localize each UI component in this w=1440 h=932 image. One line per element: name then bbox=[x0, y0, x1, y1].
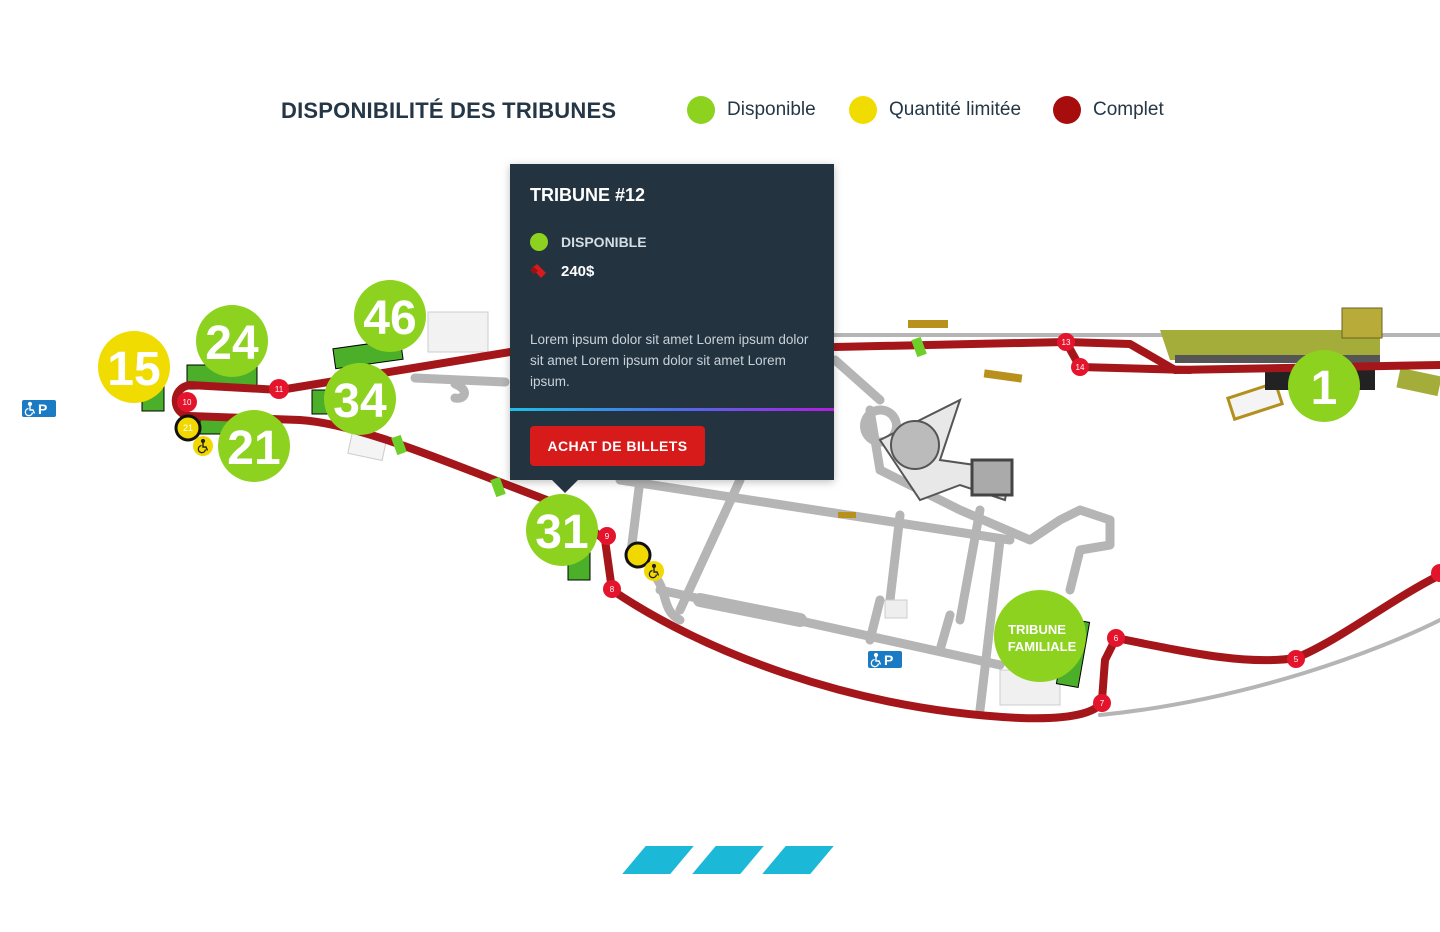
tribune-1[interactable]: 1 bbox=[1288, 350, 1360, 422]
accessible-marker-label: 21 bbox=[183, 423, 193, 433]
tooltip-price: 240$ bbox=[530, 262, 594, 280]
turn-marker[interactable]: 6 bbox=[1107, 629, 1125, 647]
svg-text:10: 10 bbox=[183, 398, 192, 407]
tribune-34[interactable]: 34 bbox=[324, 363, 396, 435]
gradient-divider bbox=[510, 408, 834, 411]
green-dot-icon bbox=[687, 96, 715, 124]
svg-text:11: 11 bbox=[275, 385, 284, 394]
svg-text:34: 34 bbox=[333, 375, 387, 428]
yellow-dot-icon bbox=[849, 96, 877, 124]
svg-text:7: 7 bbox=[1100, 699, 1105, 708]
turn-marker[interactable]: 5 bbox=[1287, 650, 1305, 668]
legend-title: DISPONIBILITÉ DES TRIBUNES bbox=[281, 98, 617, 123]
price-label: 240$ bbox=[561, 262, 595, 280]
tribune-15[interactable]: 15 bbox=[98, 331, 170, 403]
svg-text:13: 13 bbox=[1062, 338, 1071, 347]
accessible-parking-icon[interactable]: P bbox=[868, 651, 902, 668]
pager-slide-2[interactable] bbox=[692, 846, 764, 874]
tribune-46[interactable]: 46 bbox=[354, 280, 426, 352]
turn-markers: 5 6 7 8 9 10 11 13 14 bbox=[177, 333, 1440, 712]
svg-text:21: 21 bbox=[227, 422, 280, 475]
svg-text:8: 8 bbox=[610, 585, 615, 594]
pager-slide-1[interactable] bbox=[622, 846, 694, 874]
turn-marker[interactable]: 14 bbox=[1071, 358, 1089, 376]
svg-text:9: 9 bbox=[605, 532, 610, 541]
legend-label: Disponible bbox=[727, 99, 816, 120]
ticket-icon bbox=[530, 264, 546, 278]
svg-text:46: 46 bbox=[363, 292, 416, 345]
svg-text:15: 15 bbox=[107, 343, 160, 396]
svg-text:P: P bbox=[884, 652, 893, 668]
red-dot-icon bbox=[1053, 96, 1081, 124]
svg-text:P: P bbox=[38, 401, 47, 417]
accessible-icons: 21 bbox=[174, 414, 664, 581]
turn-marker[interactable]: 9 bbox=[598, 527, 616, 545]
tooltip-status: DISPONIBLE bbox=[530, 233, 647, 251]
legend-item-full: Complet bbox=[1053, 96, 1164, 124]
turn-marker[interactable]: 11 bbox=[269, 379, 289, 399]
accessible-parking-icon[interactable]: P bbox=[22, 400, 56, 417]
availability-legend: DISPONIBILITÉ DES TRIBUNES Disponible Qu… bbox=[0, 94, 1440, 128]
svg-text:24: 24 bbox=[205, 317, 259, 370]
svg-text:FAMILIALE: FAMILIALE bbox=[1008, 639, 1077, 654]
turn-marker[interactable]: 13 bbox=[1057, 333, 1075, 351]
tooltip-description: Lorem ipsum dolor sit amet Lorem ipsum d… bbox=[530, 332, 809, 389]
legend-label: Quantité limitée bbox=[889, 99, 1022, 120]
legend-item-limited: Quantité limitée bbox=[849, 96, 1021, 124]
svg-text:1: 1 bbox=[1311, 362, 1338, 415]
tribune-familiale[interactable]: TRIBUNE FAMILIALE bbox=[994, 590, 1086, 682]
legend-label: Complet bbox=[1093, 99, 1164, 120]
svg-text:31: 31 bbox=[535, 506, 588, 559]
tribune-24[interactable]: 24 bbox=[196, 305, 268, 377]
svg-text:TRIBUNE: TRIBUNE bbox=[1008, 622, 1066, 637]
tribune-21[interactable]: 21 bbox=[218, 410, 290, 482]
svg-text:6: 6 bbox=[1114, 634, 1119, 643]
turn-marker[interactable]: 8 bbox=[603, 580, 621, 598]
tribune-tooltip: TRIBUNE #12 DISPONIBLE 240$ Lorem ipsum … bbox=[510, 164, 834, 493]
gates bbox=[391, 336, 927, 498]
svg-text:14: 14 bbox=[1076, 363, 1085, 372]
tooltip-title: TRIBUNE #12 bbox=[530, 185, 646, 205]
turn-marker[interactable]: 10 bbox=[177, 392, 197, 412]
legend-item-available: Disponible bbox=[687, 96, 816, 124]
status-label: DISPONIBLE bbox=[561, 234, 647, 250]
tribune-31[interactable]: 31 bbox=[526, 494, 598, 566]
turn-marker[interactable]: 7 bbox=[1093, 694, 1111, 712]
status-dot-icon bbox=[530, 233, 548, 251]
svg-text:5: 5 bbox=[1294, 655, 1299, 664]
tooltip-pointer bbox=[552, 480, 578, 493]
pager bbox=[620, 846, 834, 874]
buy-tickets-button[interactable]: ACHAT DE BILLETS bbox=[530, 426, 705, 466]
